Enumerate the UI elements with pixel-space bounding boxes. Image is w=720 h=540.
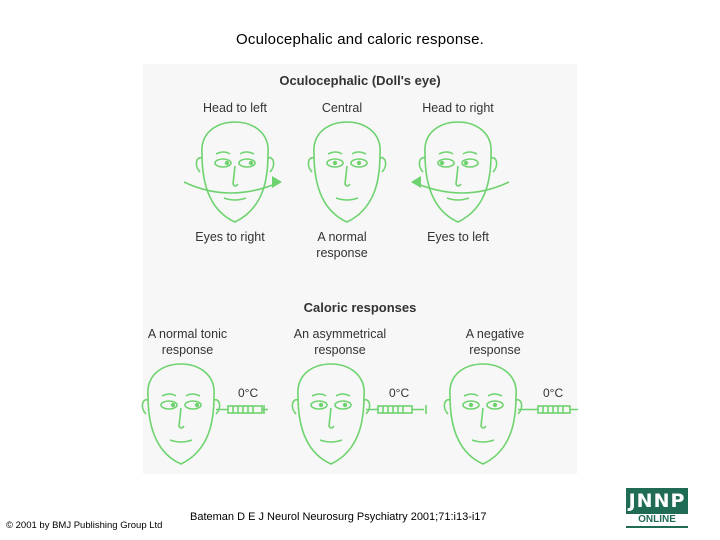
- copyright-text: © 2001 by BMJ Publishing Group Ltd: [6, 520, 163, 531]
- oculocephalic-title: Oculocephalic (Doll's eye): [279, 73, 441, 88]
- face-caloric-negative-icon: [443, 363, 578, 465]
- figure-panel: [143, 64, 577, 474]
- caloric-normal-line1: A normal tonic: [147, 327, 228, 341]
- caloric-normal-line2: response: [161, 343, 214, 357]
- label-normal-2: response: [316, 246, 368, 260]
- jnnp-logo: JNNP ONLINE: [626, 488, 688, 528]
- caloric-negative-line1: A negative: [465, 327, 525, 341]
- citation-text: Bateman D E J Neurol Neurosurg Psychiatr…: [190, 511, 487, 523]
- temp-label-1: 0°C: [238, 386, 259, 400]
- slide-title: Oculocephalic and caloric response.: [236, 31, 484, 48]
- caloric-title: Caloric responses: [303, 300, 417, 315]
- logo-bottom-text: ONLINE: [626, 514, 688, 526]
- caloric-negative-line2: response: [469, 343, 521, 357]
- label-head-to-left: Head to left: [203, 101, 267, 115]
- temp-label-3: 0°C: [543, 386, 564, 400]
- label-normal-1: A normal: [317, 230, 367, 244]
- face-caloric-asymmetrical-icon: [291, 363, 427, 465]
- face-caloric-normal-icon: [141, 363, 268, 465]
- label-head-to-right: Head to right: [422, 101, 494, 115]
- label-central: Central: [321, 101, 363, 115]
- label-eyes-to-right: Eyes to right: [195, 230, 265, 244]
- temp-label-2: 0°C: [389, 386, 410, 400]
- face-central-icon: [307, 121, 387, 223]
- label-eyes-to-left: Eyes to left: [427, 230, 489, 244]
- caloric-asym-line1: An asymmetrical: [293, 327, 387, 341]
- face-head-right-icon: [411, 121, 510, 223]
- face-head-left-icon: [183, 121, 282, 223]
- caloric-asym-line2: response: [314, 343, 366, 357]
- logo-top-text: JNNP: [628, 490, 686, 512]
